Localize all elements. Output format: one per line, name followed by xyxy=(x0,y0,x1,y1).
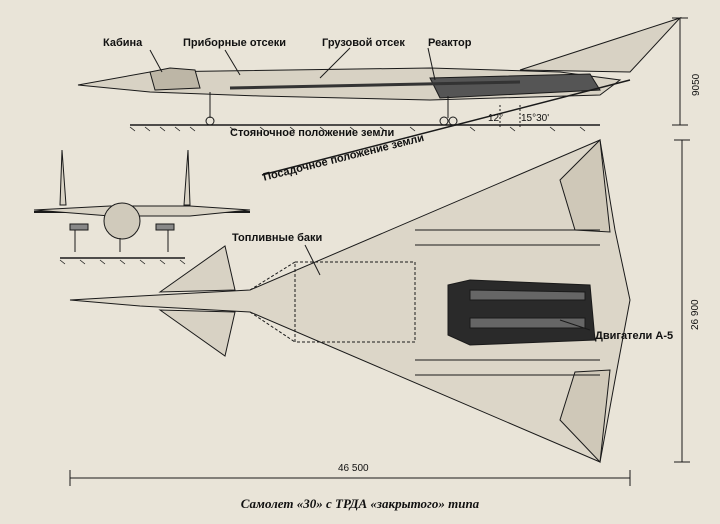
label-cabin: Кабина xyxy=(103,37,143,49)
side-view-canopy xyxy=(149,67,201,91)
fuel-tank-outline xyxy=(294,261,416,343)
side-view-tail xyxy=(519,16,682,73)
label-reactor: Реактор xyxy=(428,37,472,49)
dim-span: 26 900 xyxy=(690,299,701,330)
side-view-engine-pod xyxy=(429,73,601,99)
label-engines: Двигатели А-5 xyxy=(595,330,674,342)
plan-view-tailplane-lower xyxy=(158,309,236,357)
label-cargo-bay: Грузовой отсек xyxy=(322,37,405,49)
dim-height: 9050 xyxy=(691,73,702,96)
figure-caption: Самолет «30» с ТРДА «закрытого» типа xyxy=(240,496,480,511)
plan-view-tailplane-upper xyxy=(158,245,236,293)
ground-landing-line xyxy=(261,79,631,176)
label-fuel-tanks: Топливные баки xyxy=(232,232,323,244)
plan-view-wing xyxy=(69,139,631,463)
label-instrument-bays: Приборные отсеки xyxy=(183,37,287,49)
dim-length: 46 500 xyxy=(338,463,369,474)
label-ground-parking: Стояночное положение земли xyxy=(230,127,395,139)
dim-angle-small: 12° xyxy=(488,113,504,124)
dim-angle-large: 15°30' xyxy=(521,113,550,124)
front-view xyxy=(33,149,251,265)
